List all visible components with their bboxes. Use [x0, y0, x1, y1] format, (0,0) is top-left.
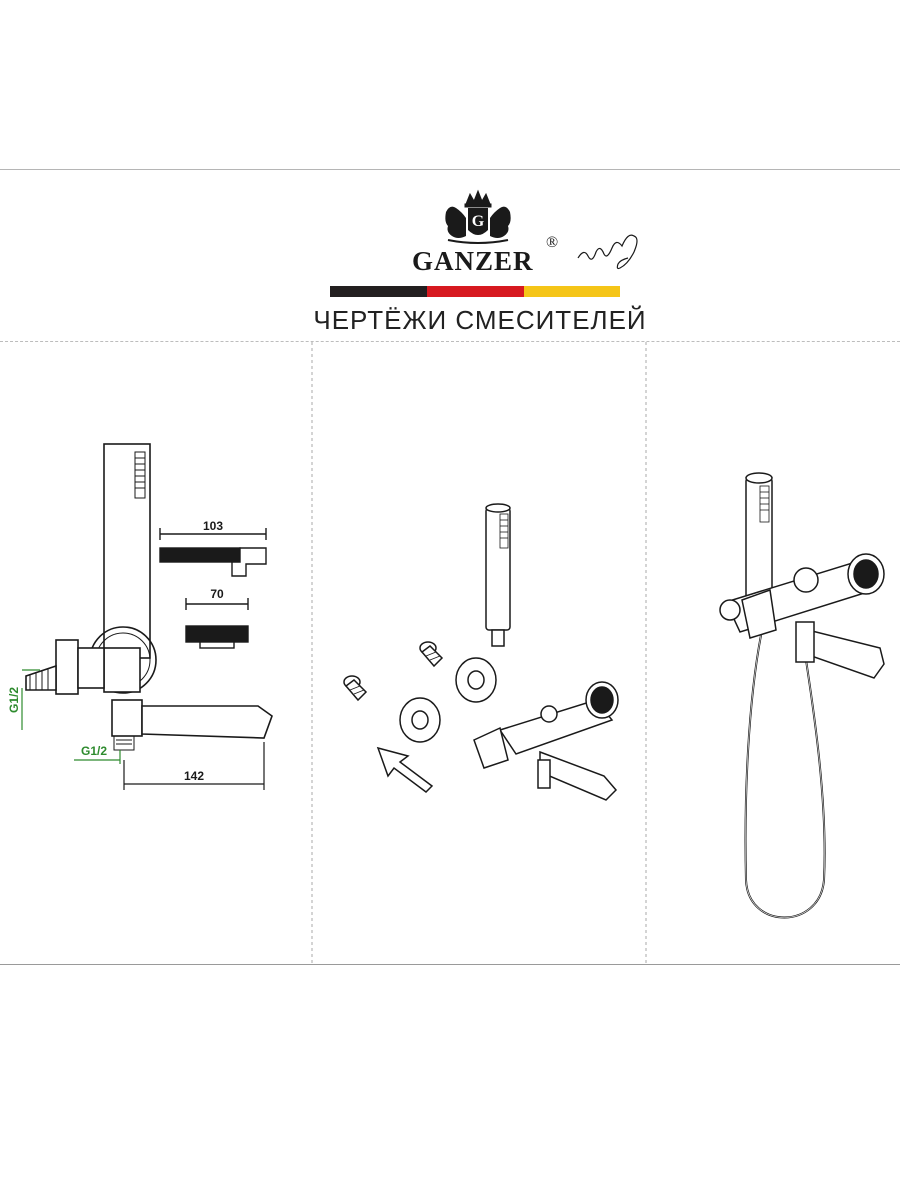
assembled-holder [741, 588, 777, 639]
registered-mark: ® [546, 234, 559, 251]
eccentric-fitting-bottom [113, 735, 135, 751]
exploded-eccentric-left [343, 675, 368, 702]
assembled-handshower-nozzle-icon [759, 485, 770, 523]
exploded-cover-ring-right [455, 657, 497, 703]
thread-label-bottom: G1/2 [81, 744, 107, 758]
thread-label-side: G1/2 [7, 687, 21, 713]
exploded-handshower-nozzle-icon [499, 513, 509, 549]
bottom-divider [0, 964, 900, 965]
section-divider [0, 341, 900, 342]
handshower-nozzle-icon [134, 451, 146, 499]
brand-name: GANZER [412, 246, 534, 276]
spout-dimension-line [123, 742, 265, 790]
flag-stripe-red [427, 286, 524, 297]
thread-annotation-side [21, 669, 40, 730]
top-divider [0, 169, 900, 170]
flag-stripe-black [330, 286, 427, 297]
exploded-mixer-body [498, 699, 614, 755]
assembly-arrow-icon [376, 746, 434, 793]
page-title: ЧЕРТЁЖИ СМЕСИТЕЛЕЙ [313, 305, 647, 335]
exploded-cover-ring-left [399, 697, 441, 743]
spout [141, 705, 273, 739]
handshower-top-view [159, 528, 267, 577]
thread-annotation-bottom [74, 750, 121, 764]
exploded-eccentric-right [419, 641, 444, 668]
dimension-103-label: 103 [203, 519, 223, 533]
exploded-holder [473, 726, 509, 769]
holder-top-view [185, 598, 249, 649]
dimension-142-label: 142 [184, 769, 204, 783]
shower-hose [744, 629, 826, 919]
dimension-70-label: 70 [210, 587, 224, 601]
flag-stripe-gold [524, 286, 620, 297]
